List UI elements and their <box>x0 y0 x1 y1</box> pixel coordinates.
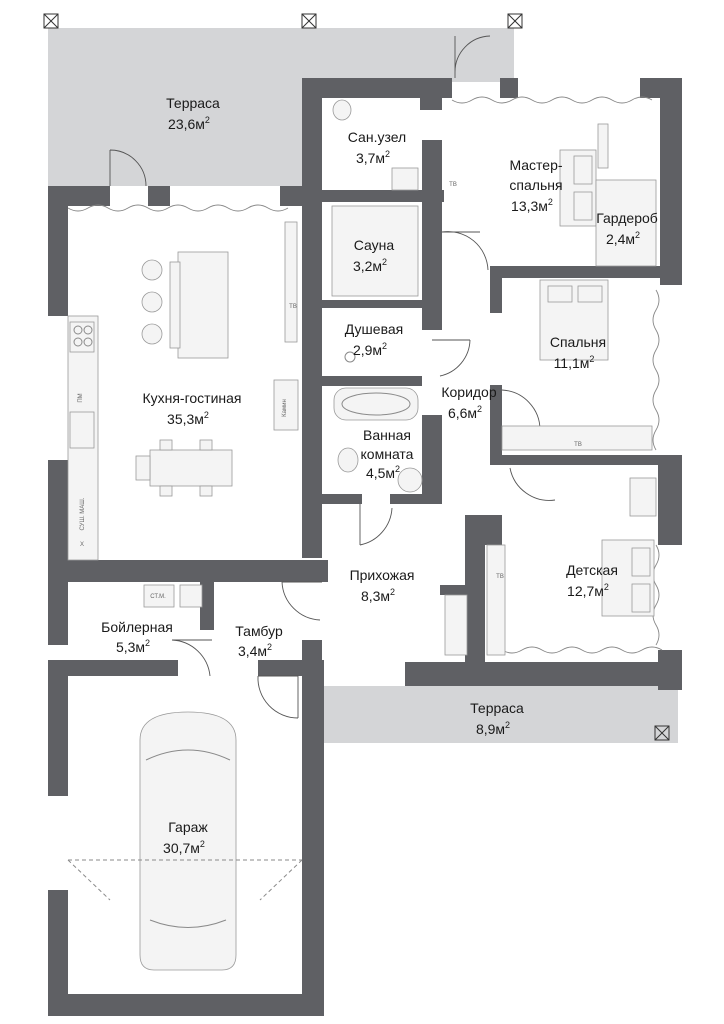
kitchen-furniture <box>67 221 299 561</box>
tv-label-bedroom: ТВ <box>574 442 582 448</box>
dishwasher-label: ПМ <box>78 393 84 402</box>
vestibule-name: Тамбур <box>235 623 283 639</box>
kitchen-living-area: 35,3м2 <box>167 410 209 427</box>
bedroom-area: 11,1м2 <box>554 354 595 371</box>
boiler-room-area: 5,3м2 <box>116 638 150 655</box>
tv-label-kitchen: ТВ <box>289 304 297 310</box>
terrace-bottom-area-label: 8,9м2 <box>476 720 510 737</box>
boiler-equipment <box>143 584 203 608</box>
bath-room-name-1: Ванная <box>363 427 411 443</box>
shower-name: Душевая <box>345 321 403 337</box>
column-markers <box>43 13 670 741</box>
fireplace-label: Камин <box>282 399 288 417</box>
bedroom-furniture <box>444 123 657 656</box>
terrace-bottom-area <box>320 686 678 743</box>
tv-label-master: ТВ <box>449 182 457 188</box>
bathroom-wc-area: 3,7м2 <box>356 149 390 166</box>
bedroom-name: Спальня <box>550 334 606 350</box>
vestibule-area: 3,4м2 <box>238 642 272 659</box>
washer-label: СТ.М. <box>150 594 166 600</box>
master-bedroom-area: 13,3м2 <box>511 197 553 214</box>
shower-area: 2,9м2 <box>353 341 387 358</box>
boiler-room-name: Бойлерная <box>101 619 173 635</box>
kids-room-name: Детская <box>566 562 618 578</box>
garage-name: Гараж <box>168 819 208 835</box>
hallway-name: Прихожая <box>350 567 415 583</box>
fridge-label: Х <box>80 542 84 548</box>
dryer-label: СУШ. МАШ. <box>80 497 86 530</box>
curtains <box>67 96 663 654</box>
sauna-area: 3,2м2 <box>353 257 387 274</box>
terrace-top-area-label: 23,6м2 <box>168 115 210 132</box>
hallway-area: 8,3м2 <box>361 587 395 604</box>
tv-label-kids: ТВ <box>496 574 504 580</box>
fixture-labels: ТВ Камин ПМ СУШ. МАШ. Х СТ.М. ТВ ТВ ТВ <box>78 182 582 600</box>
terrace-bottom-name: Терраса <box>470 700 524 716</box>
sauna-name: Сауна <box>354 237 395 253</box>
doors <box>109 35 556 719</box>
terrace-top-strip <box>305 28 514 78</box>
room-labels: Терраса 23,6м2 Сан.узел 3,7м2 Мастер- сп… <box>101 95 658 856</box>
master-bedroom-name-2: спальня <box>509 177 562 193</box>
wardrobe-area: 2,4м2 <box>606 230 640 247</box>
corridor-name: Коридор <box>441 384 497 400</box>
bath-room-area: 4,5м2 <box>366 464 400 481</box>
terrace-top-name: Терраса <box>166 95 220 111</box>
walls <box>48 78 682 1016</box>
kids-room-area: 12,7м2 <box>567 582 609 599</box>
bath-fixtures <box>331 99 423 493</box>
kitchen-living-name: Кухня-гостиная <box>142 390 241 406</box>
bathroom-wc-name: Сан.узел <box>348 129 406 145</box>
garage-area: 30,7м2 <box>163 839 205 856</box>
master-bedroom-name-1: Мастер- <box>509 157 562 173</box>
wardrobe-name: Гардероб <box>596 210 658 226</box>
corridor-area: 6,6м2 <box>448 404 482 421</box>
car <box>67 711 303 971</box>
bath-room-name-2: комната <box>361 446 414 462</box>
